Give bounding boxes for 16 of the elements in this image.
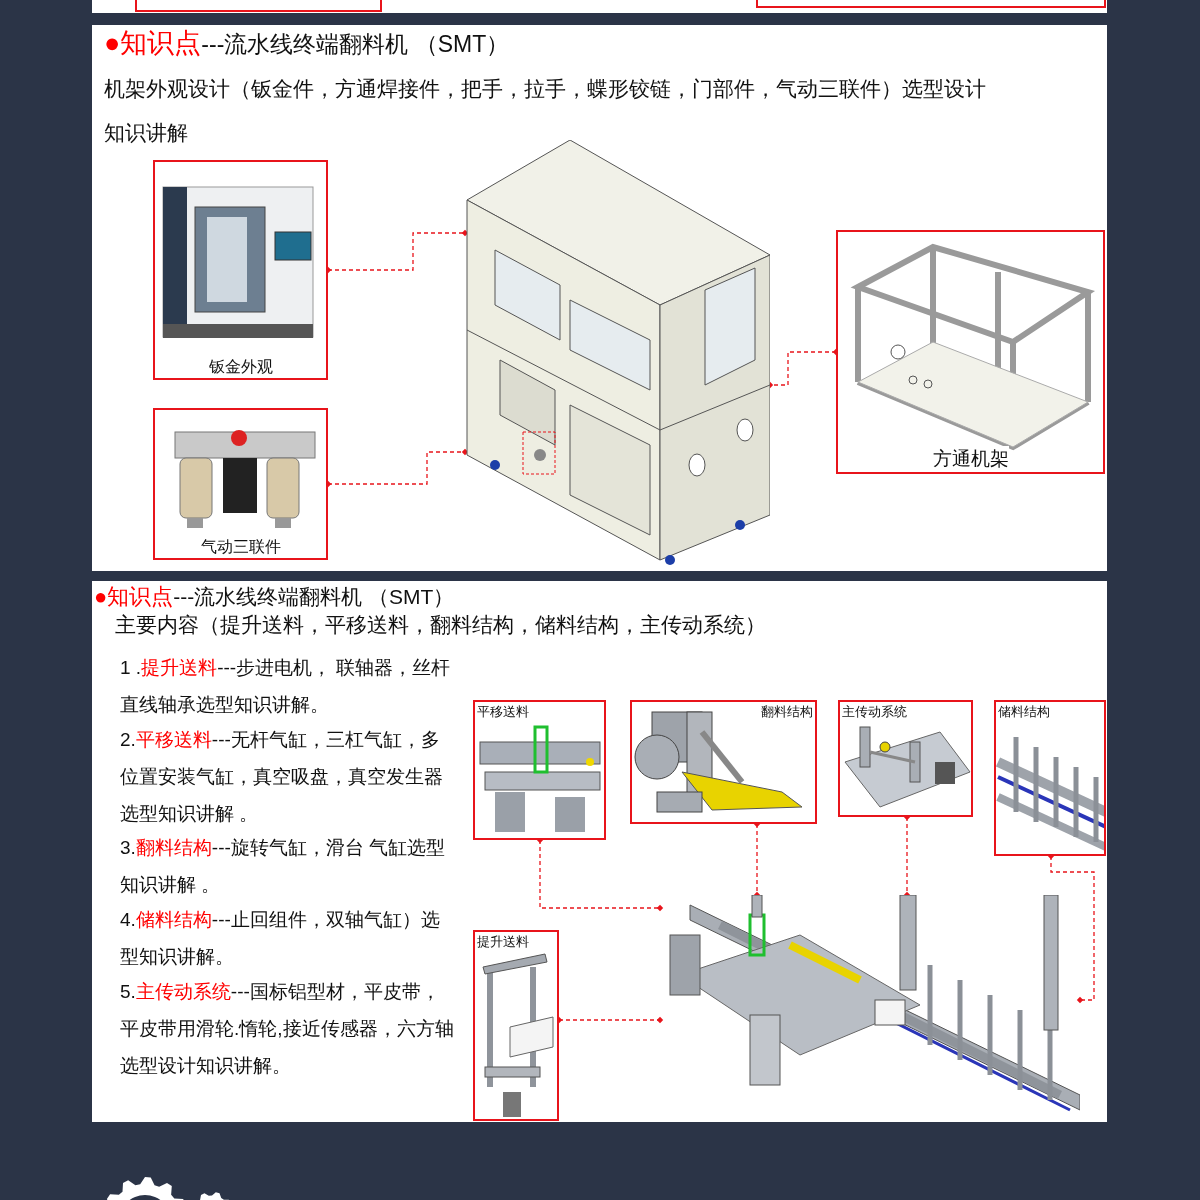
image-caption: 储料结构 <box>998 703 1050 721</box>
section-heading: ●知识点---流水线终端翻料机 （SMT） <box>94 583 456 611</box>
image-caption: 气动三联件 <box>200 537 281 558</box>
list-item: 4.储料结构---止回组件，双轴气缸）选型知识讲解。 <box>120 908 441 969</box>
list-item: 5.主传动系统---国标铝型材，平皮带，平皮带用滑轮.惰轮,接近传感器，六方轴选型设计知识讲解。 <box>120 980 455 1078</box>
section-heading: ●知识点---流水线终端翻料机 （SMT） <box>104 27 511 60</box>
image-caption: 翻料结构 <box>761 703 813 721</box>
list-item: 1 .提升送料---步进电机， 联轴器，丝杆直线轴承选型知识讲解。 <box>120 656 452 717</box>
list-item: 3.翻料结构---旋转气缸，滑台 气缸选型知识讲解 。 <box>120 836 447 897</box>
description-text: 主要内容（提升送料，平移送料，翻料结构，储料结构，主传动系统） <box>115 612 767 638</box>
description-text: 机架外观设计（钣金件，方通焊接件，把手，拉手，蝶形铰链，门部件，气动三联件）选型设计知识讲解 <box>104 76 987 146</box>
image-caption: 平移送料 <box>477 703 529 721</box>
list-item: 2.平移送料---无杆气缸，三杠气缸，多位置安装气缸，真空吸盘，真空发生器选型知识讲解 。 <box>120 728 444 826</box>
cabinet-drawing <box>465 140 770 565</box>
image-caption: 提升送料 <box>477 933 529 951</box>
image-caption: 主传动系统 <box>842 703 907 721</box>
